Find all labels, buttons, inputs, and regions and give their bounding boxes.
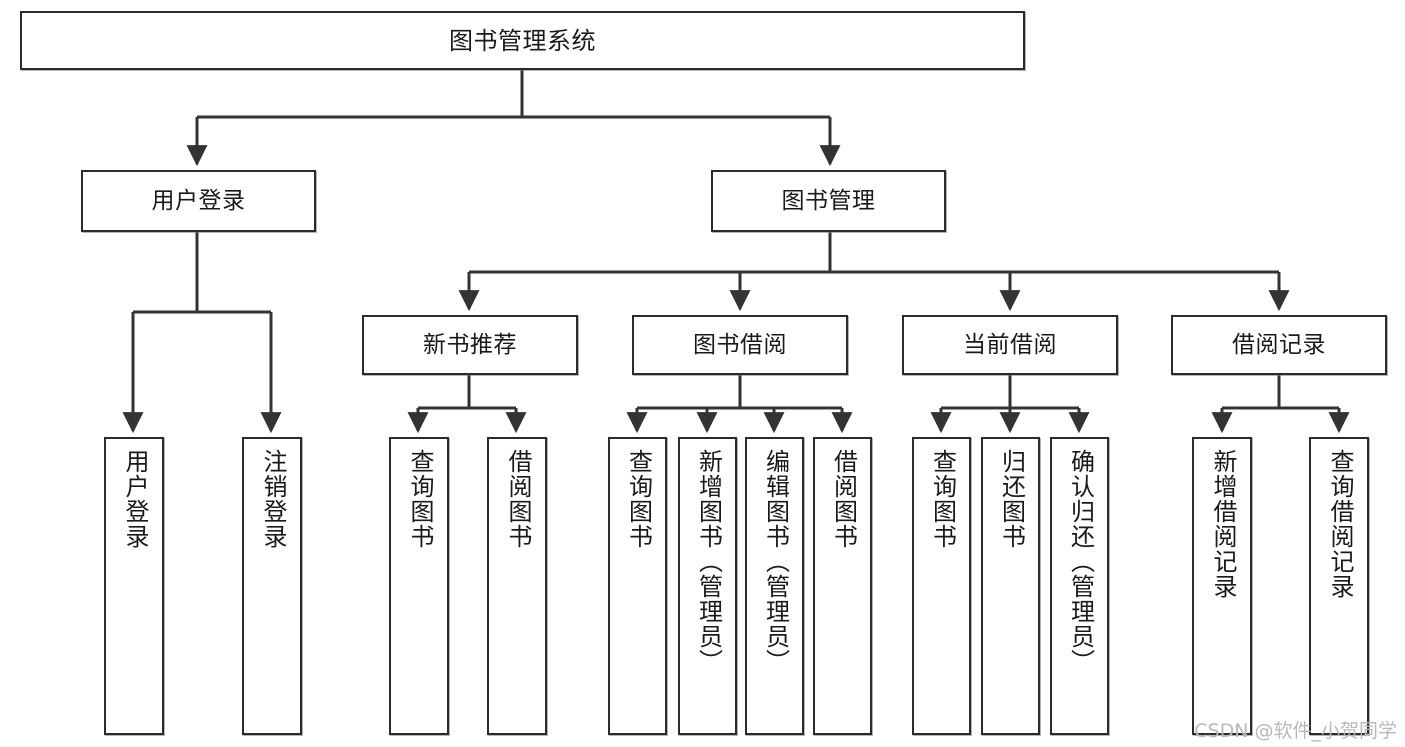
node-label: 新书推荐	[423, 331, 517, 358]
node-label: 确认归还（管理员）	[1066, 449, 1095, 674]
node-label: 借阅图书	[503, 449, 532, 549]
leaf-add-record[interactable]: 新增借阅记录	[1192, 437, 1252, 735]
leaf-borrow-book-2[interactable]: 借阅图书	[813, 437, 872, 735]
node-label: 当前借阅	[963, 331, 1057, 358]
node-label: 用户登录	[120, 449, 149, 549]
leaf-query-book-1[interactable]: 查询图书	[389, 437, 449, 735]
leaf-confirm-return[interactable]: 确认归还（管理员）	[1050, 437, 1109, 735]
node-borrow-record[interactable]: 借阅记录	[1171, 315, 1387, 375]
node-label: 借阅记录	[1232, 331, 1326, 358]
node-label: 查询借阅记录	[1325, 449, 1354, 599]
leaf-user-login[interactable]: 用户登录	[104, 437, 164, 735]
csdn-watermark: CSDN @软件_小贺同学	[1194, 720, 1397, 742]
node-user-login[interactable]: 用户登录	[81, 170, 316, 232]
node-label: 新增借阅记录	[1208, 449, 1237, 599]
leaf-logout-login[interactable]: 注销登录	[242, 437, 302, 735]
leaf-return-book[interactable]: 归还图书	[981, 437, 1040, 735]
leaf-add-book[interactable]: 新增图书（管理员）	[678, 437, 737, 735]
node-label: 查询图书	[624, 449, 653, 549]
node-label: 借阅图书	[829, 449, 858, 549]
node-current-borrow[interactable]: 当前借阅	[902, 315, 1118, 375]
node-root-system[interactable]: 图书管理系统	[20, 11, 1025, 70]
node-label: 图书管理	[781, 187, 876, 214]
node-label: 查询图书	[928, 449, 957, 549]
node-label: 注销登录	[258, 449, 287, 549]
leaf-query-record[interactable]: 查询借阅记录	[1309, 437, 1369, 735]
node-new-book-recommend[interactable]: 新书推荐	[362, 315, 578, 375]
node-label: 编辑图书（管理员）	[761, 449, 790, 674]
node-label: 图书管理系统	[449, 26, 596, 55]
node-label: 归还图书	[997, 449, 1026, 549]
leaf-query-book-2[interactable]: 查询图书	[608, 437, 667, 735]
node-label: 查询图书	[405, 449, 434, 549]
node-label: 新增图书（管理员）	[694, 449, 723, 674]
node-book-borrow[interactable]: 图书借阅	[632, 315, 848, 375]
node-label: 图书借阅	[693, 331, 787, 358]
node-book-manage[interactable]: 图书管理	[711, 170, 946, 232]
leaf-borrow-book-1[interactable]: 借阅图书	[487, 437, 547, 735]
node-label: 用户登录	[151, 187, 246, 214]
leaf-edit-book[interactable]: 编辑图书（管理员）	[745, 437, 804, 735]
leaf-query-book-3[interactable]: 查询图书	[912, 437, 971, 735]
